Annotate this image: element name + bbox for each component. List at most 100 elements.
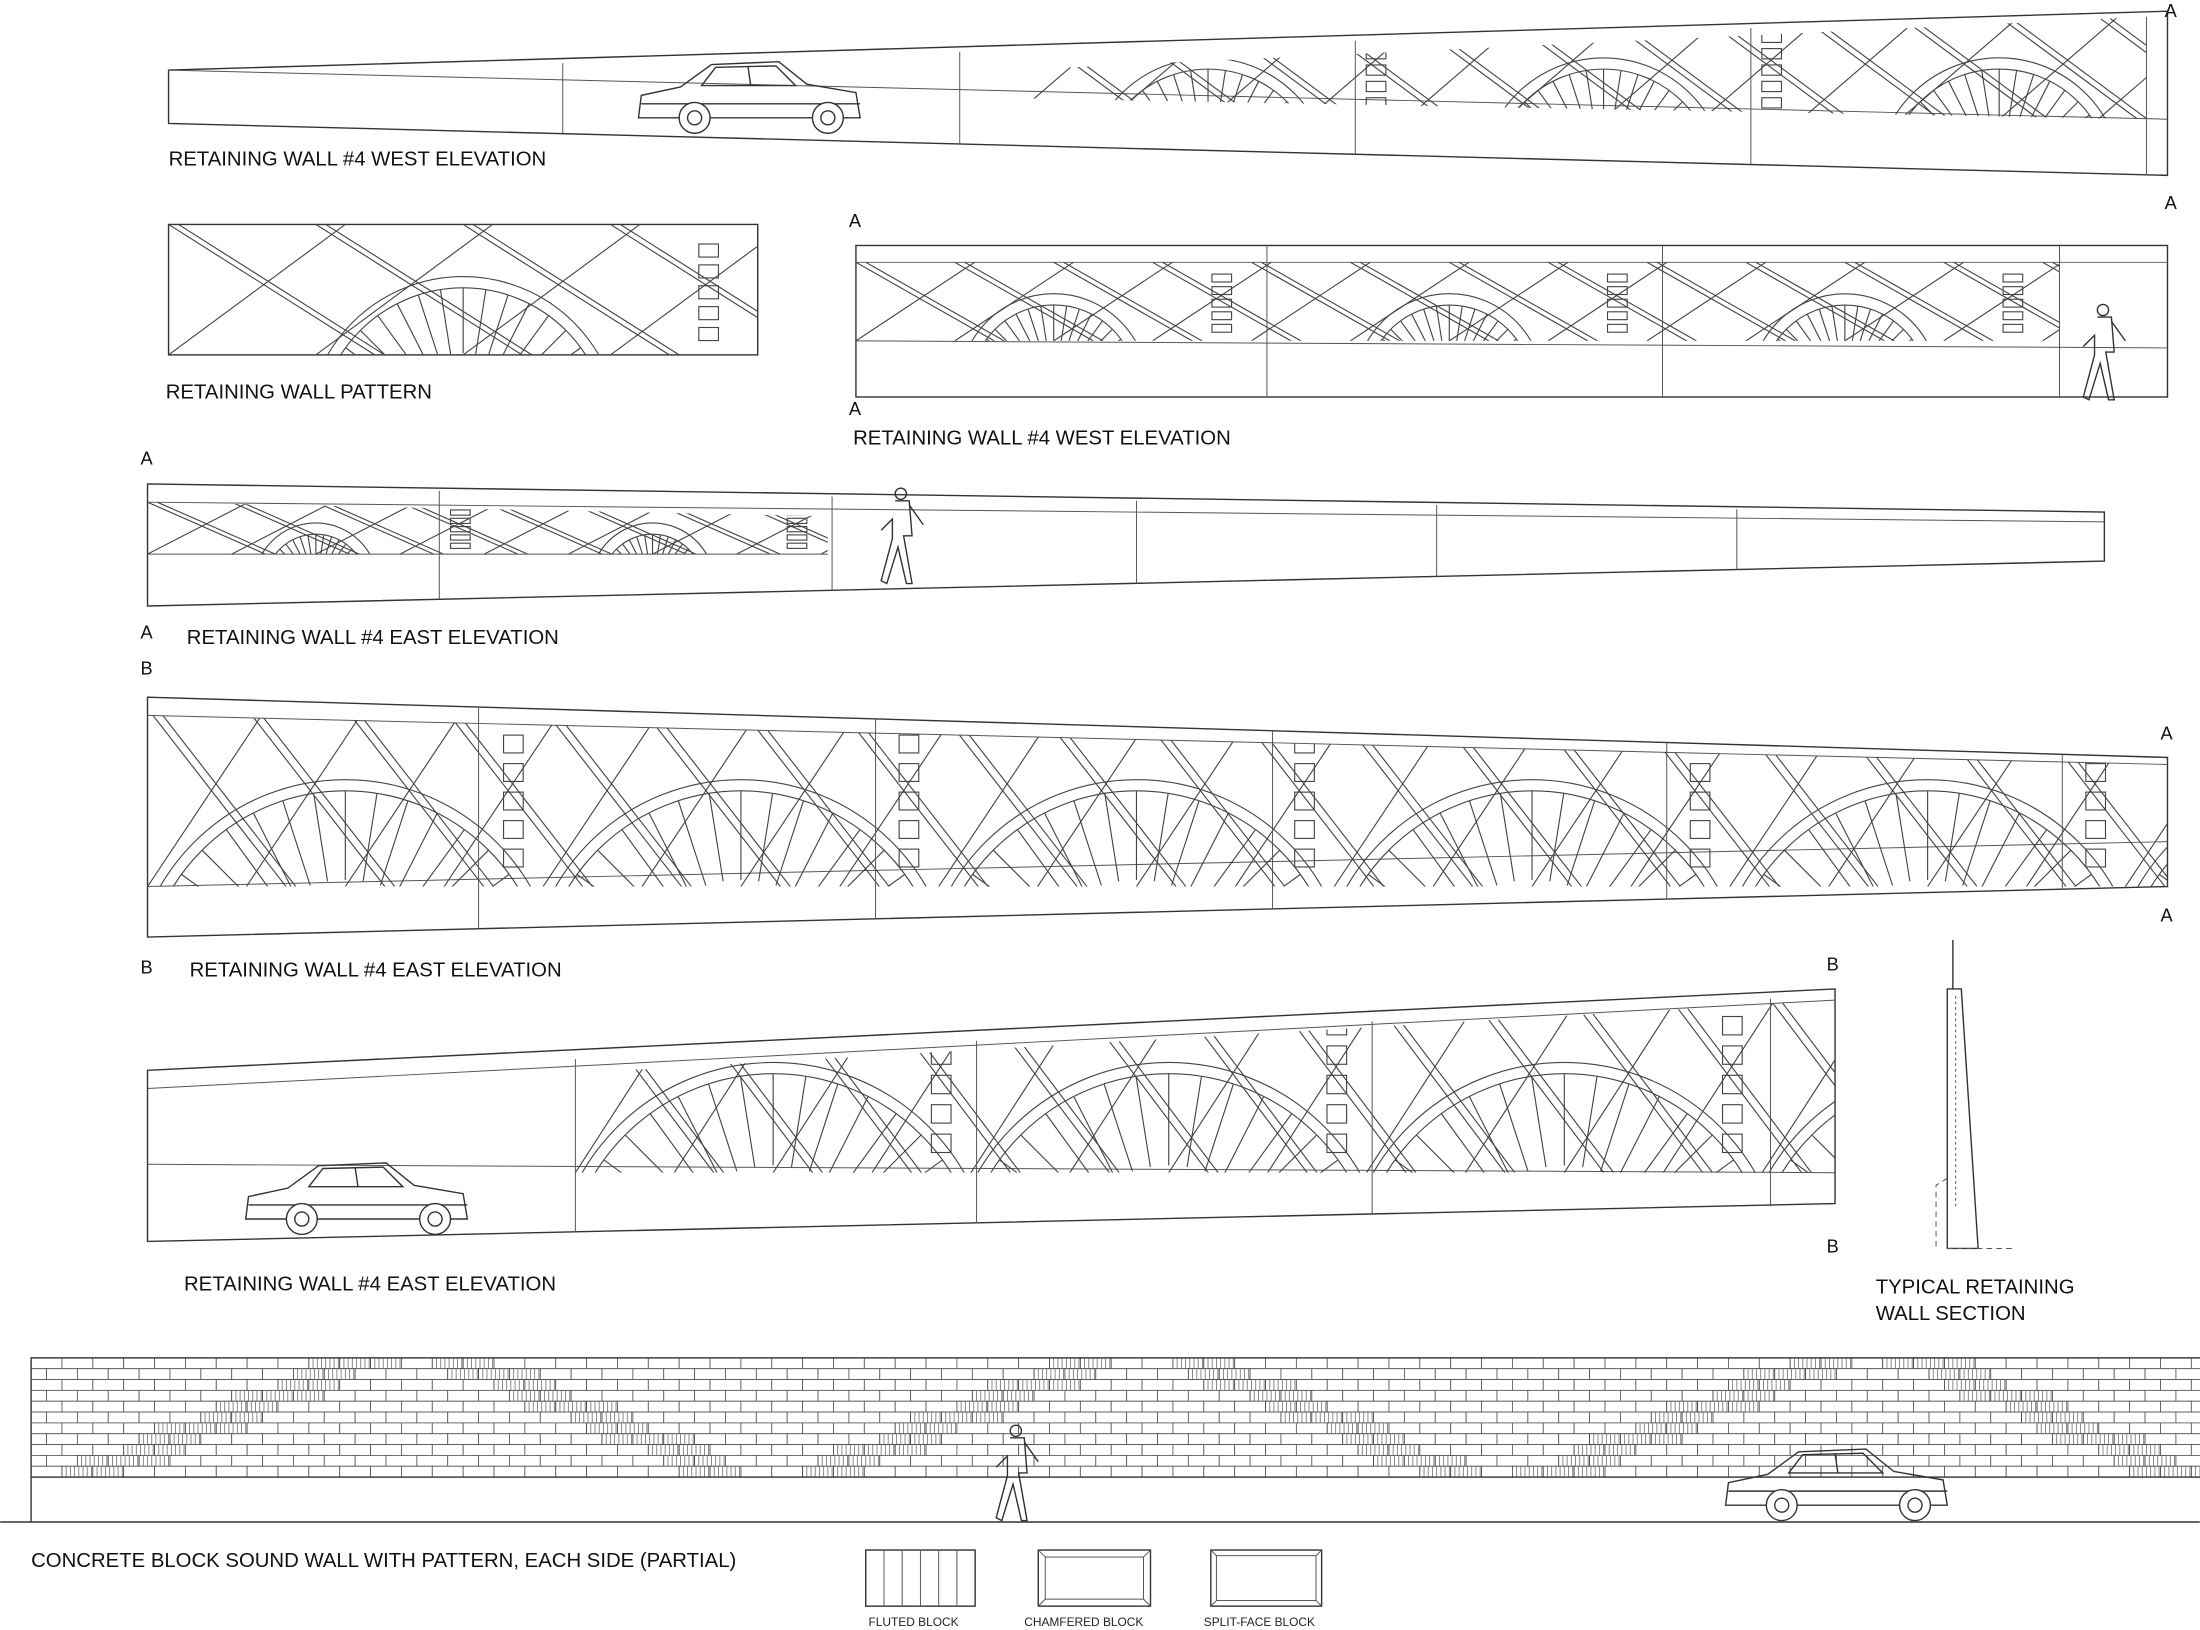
chamfered-block [632, 1368, 665, 1380]
chamfered-block [1635, 1357, 1668, 1370]
pattern-line [1645, 101, 1683, 120]
pattern-line [758, 793, 774, 882]
pattern-line [655, 534, 662, 555]
fluted-block [894, 1444, 927, 1456]
pattern-line [1171, 800, 1200, 886]
pattern-line [648, 812, 690, 887]
pattern-line [1263, 1159, 1339, 1173]
chamfered-block [755, 1455, 788, 1467]
chamfered-block [1450, 1379, 1482, 1391]
chamfered-block [92, 1422, 125, 1435]
chamfered-block [2067, 1400, 2100, 1413]
chamfered-block [401, 1422, 433, 1435]
chamfered-block [401, 1400, 433, 1413]
chamfered-block [817, 1433, 850, 1446]
pattern-bar [1998, 16, 2138, 120]
pattern-line [181, 873, 254, 887]
fluted-block [601, 1433, 634, 1446]
fluted-block [231, 1411, 263, 1424]
fluted-block [1666, 1400, 1698, 1413]
chamfered-block [1882, 1400, 1915, 1413]
chamfered-block [1990, 1433, 2023, 1446]
chamfered-block [76, 1368, 109, 1380]
pattern-block [1606, 311, 1628, 321]
chamfered-block [431, 1444, 464, 1456]
pattern-line [1388, 849, 1453, 887]
pattern-bar [1998, 16, 2119, 120]
pattern-bar [1168, 1000, 1308, 1173]
fluted-block [262, 1389, 294, 1402]
fluted-block [1620, 1433, 1652, 1446]
chamfered-block [1712, 1368, 1745, 1380]
pattern-bar [1432, 715, 1553, 887]
pattern-block [1211, 311, 1233, 321]
pattern-block [2118, 1046, 2138, 1064]
pattern-line [1187, 812, 1229, 887]
pattern-line [1128, 101, 1166, 120]
chamfered-block [1944, 1422, 1976, 1435]
chamfered-block [1836, 1433, 1868, 1446]
chamfered-block [339, 1444, 371, 1456]
pattern-line [1474, 320, 1499, 341]
chamfered-block [462, 1400, 495, 1413]
fluted-block [2144, 1455, 2177, 1467]
chamfered-block [879, 1455, 912, 1467]
pattern-block [786, 542, 808, 549]
chamfered-block [2113, 1411, 2146, 1424]
chamfered-block [817, 1411, 850, 1424]
pattern-line [425, 849, 489, 887]
pattern-line [1870, 320, 1895, 341]
pattern-bar [954, 262, 1094, 341]
pattern-bar [740, 715, 880, 887]
section-marker: B [1827, 1236, 1839, 1257]
chamfered-block [1604, 1465, 1637, 1478]
chamfered-block [1496, 1433, 1529, 1446]
chamfered-block [1481, 1379, 1513, 1391]
fluted-block [2160, 1465, 2192, 1478]
chamfered-block [601, 1389, 634, 1402]
chamfered-block [1481, 1465, 1513, 1478]
pattern-line [1016, 829, 1071, 887]
chamfered-block [401, 1379, 433, 1391]
pattern-bar [1464, 1000, 1605, 1173]
chamfered-block [1388, 1357, 1421, 1370]
fluted-block [2098, 1444, 2131, 1456]
fluted-block [1974, 1379, 2007, 1391]
pattern-arc [2157, 305, 2200, 388]
chamfered-block [1697, 1444, 1729, 1456]
pattern-bar [1563, 1000, 1704, 1173]
chamfered-block [2160, 1357, 2192, 1370]
chamfered-block [370, 1465, 402, 1478]
fluted-block [1357, 1444, 1390, 1456]
chamfered-block [771, 1444, 804, 1456]
pattern-line [808, 1083, 839, 1172]
pattern-line [1808, 829, 1862, 887]
chamfered-block [1728, 1444, 1760, 1456]
chamfered-block [1496, 1368, 1529, 1380]
fluted-block [1589, 1433, 1621, 1446]
chamfered-block [401, 1357, 433, 1370]
fluted-block [1650, 1433, 1683, 1446]
legend-label: SPLIT-FACE BLOCK [1204, 1615, 1315, 1629]
chamfered-block [1851, 1400, 1884, 1413]
pattern-line [1908, 114, 1951, 120]
fluted-block [987, 1400, 1020, 1413]
chamfered-block [2190, 1379, 2200, 1391]
pattern-block [1761, 97, 1783, 109]
chamfered-block [894, 1357, 927, 1370]
fluted-block [1033, 1368, 1066, 1380]
fluted-block [169, 1433, 202, 1446]
fluted-block [61, 1465, 94, 1478]
chamfered-block [586, 1379, 618, 1391]
pattern-bar [1083, 502, 1201, 554]
fluted-block [92, 1465, 125, 1478]
pattern-line [739, 1076, 756, 1168]
fluted-block [586, 1400, 618, 1413]
pattern-bar [325, 224, 533, 355]
pattern-line [436, 873, 510, 887]
pattern-bar [157, 502, 276, 555]
chamfered-block [169, 1411, 202, 1424]
fluted-block [1959, 1368, 1992, 1380]
chamfered-block [1542, 1444, 1575, 1456]
fluted-block [169, 1433, 202, 1446]
